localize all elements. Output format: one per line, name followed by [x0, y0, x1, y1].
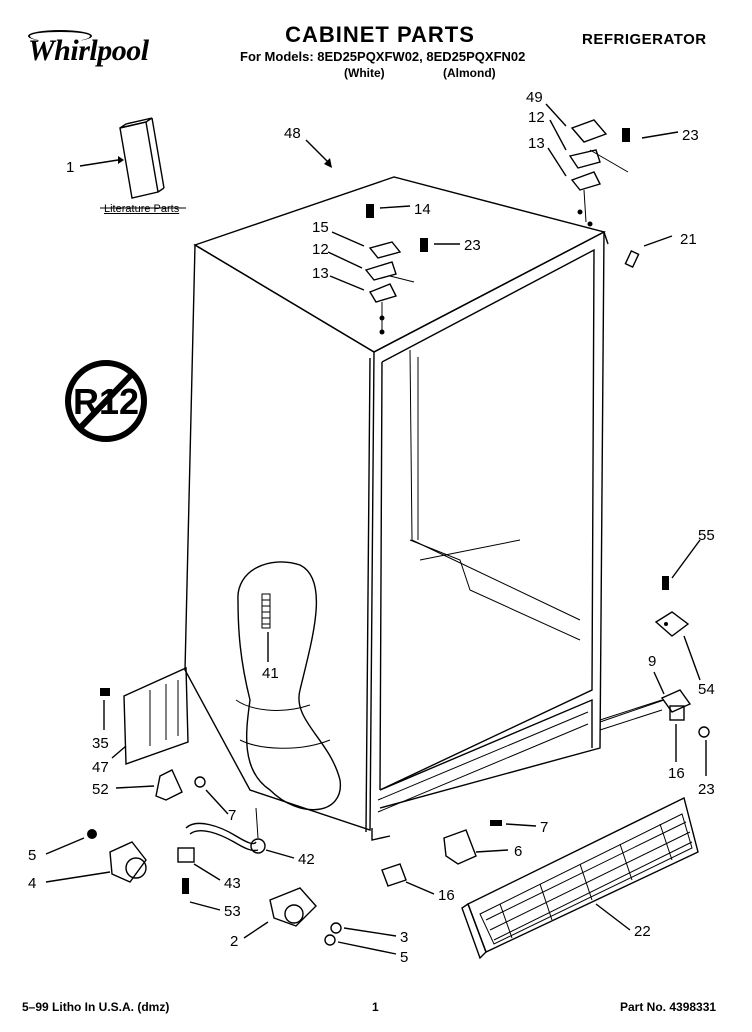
callout-55: 55 [698, 527, 715, 544]
callout-23b: 23 [464, 237, 481, 254]
callout-52: 52 [92, 781, 109, 798]
callout-numbers: 1 48 49 12 13 23 14 15 12 23 13 21 55 41… [28, 89, 715, 966]
callout-23c: 23 [698, 781, 715, 798]
r12-stamp-icon: R12 [65, 360, 147, 442]
models-subtitle: For Models: 8ED25PQXFW02, 8ED25PQXFN02 [240, 49, 526, 64]
callout-21: 21 [680, 231, 697, 248]
footer-printing: 5–99 Litho In U.S.A. (dmz) [22, 1000, 170, 1014]
right-hinge-icon [568, 119, 630, 227]
brand-swoosh-icon [28, 30, 92, 42]
callout-5a: 5 [28, 847, 36, 864]
callout-5b: 5 [400, 949, 408, 966]
callout-48: 48 [284, 125, 301, 142]
callout-9: 9 [648, 653, 656, 670]
literature-book-icon [100, 117, 186, 209]
callout-6: 6 [514, 843, 522, 860]
callout-2: 2 [230, 933, 238, 950]
footer-page-number: 1 [372, 1000, 379, 1014]
callout-3: 3 [400, 929, 408, 946]
bottom-parts-icon [87, 807, 502, 946]
callout-12a: 12 [528, 109, 545, 126]
cabinet-shell [184, 176, 663, 841]
callout-7a: 7 [228, 807, 236, 824]
literature-label: Literature Parts [104, 203, 180, 215]
category-label: REFRIGERATOR [582, 31, 707, 48]
base-grille-icon [461, 796, 699, 960]
center-hinge-icon [364, 204, 428, 335]
callout-12b: 12 [312, 241, 329, 258]
callout-35: 35 [92, 735, 109, 752]
left-side-parts-icon [100, 666, 206, 801]
callout-49: 49 [526, 89, 543, 106]
page-title: CABINET PARTS [285, 22, 475, 47]
callout-43: 43 [224, 875, 241, 892]
footer-part-number: Part No. 4398331 [620, 1000, 717, 1014]
callout-23a: 23 [682, 127, 699, 144]
callout-42: 42 [298, 851, 315, 868]
brand-logo: Whirlpool [28, 34, 149, 67]
callout-4: 4 [28, 875, 36, 892]
callout-16b: 16 [438, 887, 455, 904]
callout-13a: 13 [528, 135, 545, 152]
callout-53: 53 [224, 903, 241, 920]
right-side-parts-icon [599, 576, 710, 738]
callout-22: 22 [634, 923, 651, 940]
callout-47: 47 [92, 759, 109, 776]
callout-41: 41 [262, 665, 279, 682]
callout-14: 14 [414, 201, 431, 218]
part-21-icon [624, 250, 640, 268]
leader-lines [45, 103, 707, 955]
callout-16a: 16 [668, 765, 685, 782]
callout-1: 1 [66, 159, 74, 176]
callout-7b: 7 [540, 819, 548, 836]
callout-15: 15 [312, 219, 329, 236]
callout-54: 54 [698, 681, 715, 698]
variant-almond: (Almond) [443, 66, 496, 80]
callout-13b: 13 [312, 265, 329, 282]
variant-white: (White) [344, 66, 385, 80]
